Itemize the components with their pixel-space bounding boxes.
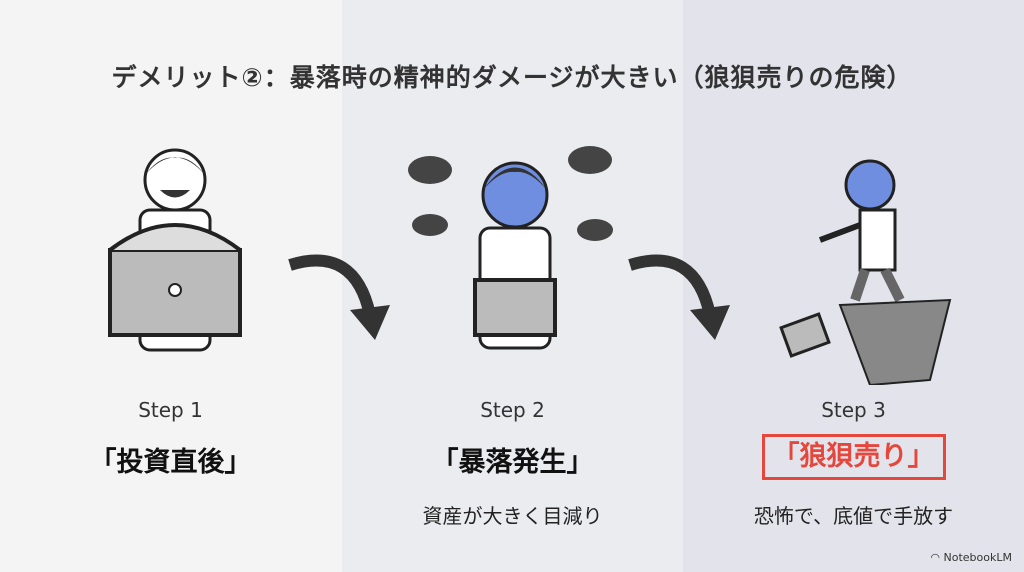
step-3-description: 恐怖で、底値で手放す bbox=[753, 504, 954, 528]
branding-text: NotebookLM bbox=[943, 551, 1012, 564]
step-2-description: 資産が大きく目減り bbox=[422, 504, 603, 528]
step-3-label: Step 3 bbox=[821, 398, 886, 422]
step-3-heading-box: 「狼狽売り」 bbox=[683, 434, 1024, 480]
step-2-heading: 「暴落発生」 bbox=[431, 447, 594, 478]
panic-selling-illustration bbox=[779, 159, 952, 385]
notebooklm-logo: ◠ NotebookLM bbox=[930, 551, 1012, 564]
step-2-label: Step 2 bbox=[480, 398, 545, 422]
slide-title: デメリット②：暴落時の精神的ダメージが大きい（狼狽売りの危険） bbox=[111, 63, 913, 92]
step-1-heading: 「投資直後」 bbox=[89, 447, 252, 478]
step-3-panel bbox=[683, 0, 1024, 572]
happy-investor-illustration bbox=[108, 148, 242, 352]
notebooklm-icon: ◠ bbox=[930, 551, 944, 564]
arrow-icon bbox=[628, 254, 730, 340]
step-3-heading: 「狼狽売り」 bbox=[761, 434, 946, 480]
step-1-label: Step 1 bbox=[138, 398, 203, 422]
worried-investor-illustration bbox=[408, 146, 613, 350]
arrow-icon bbox=[288, 254, 390, 340]
